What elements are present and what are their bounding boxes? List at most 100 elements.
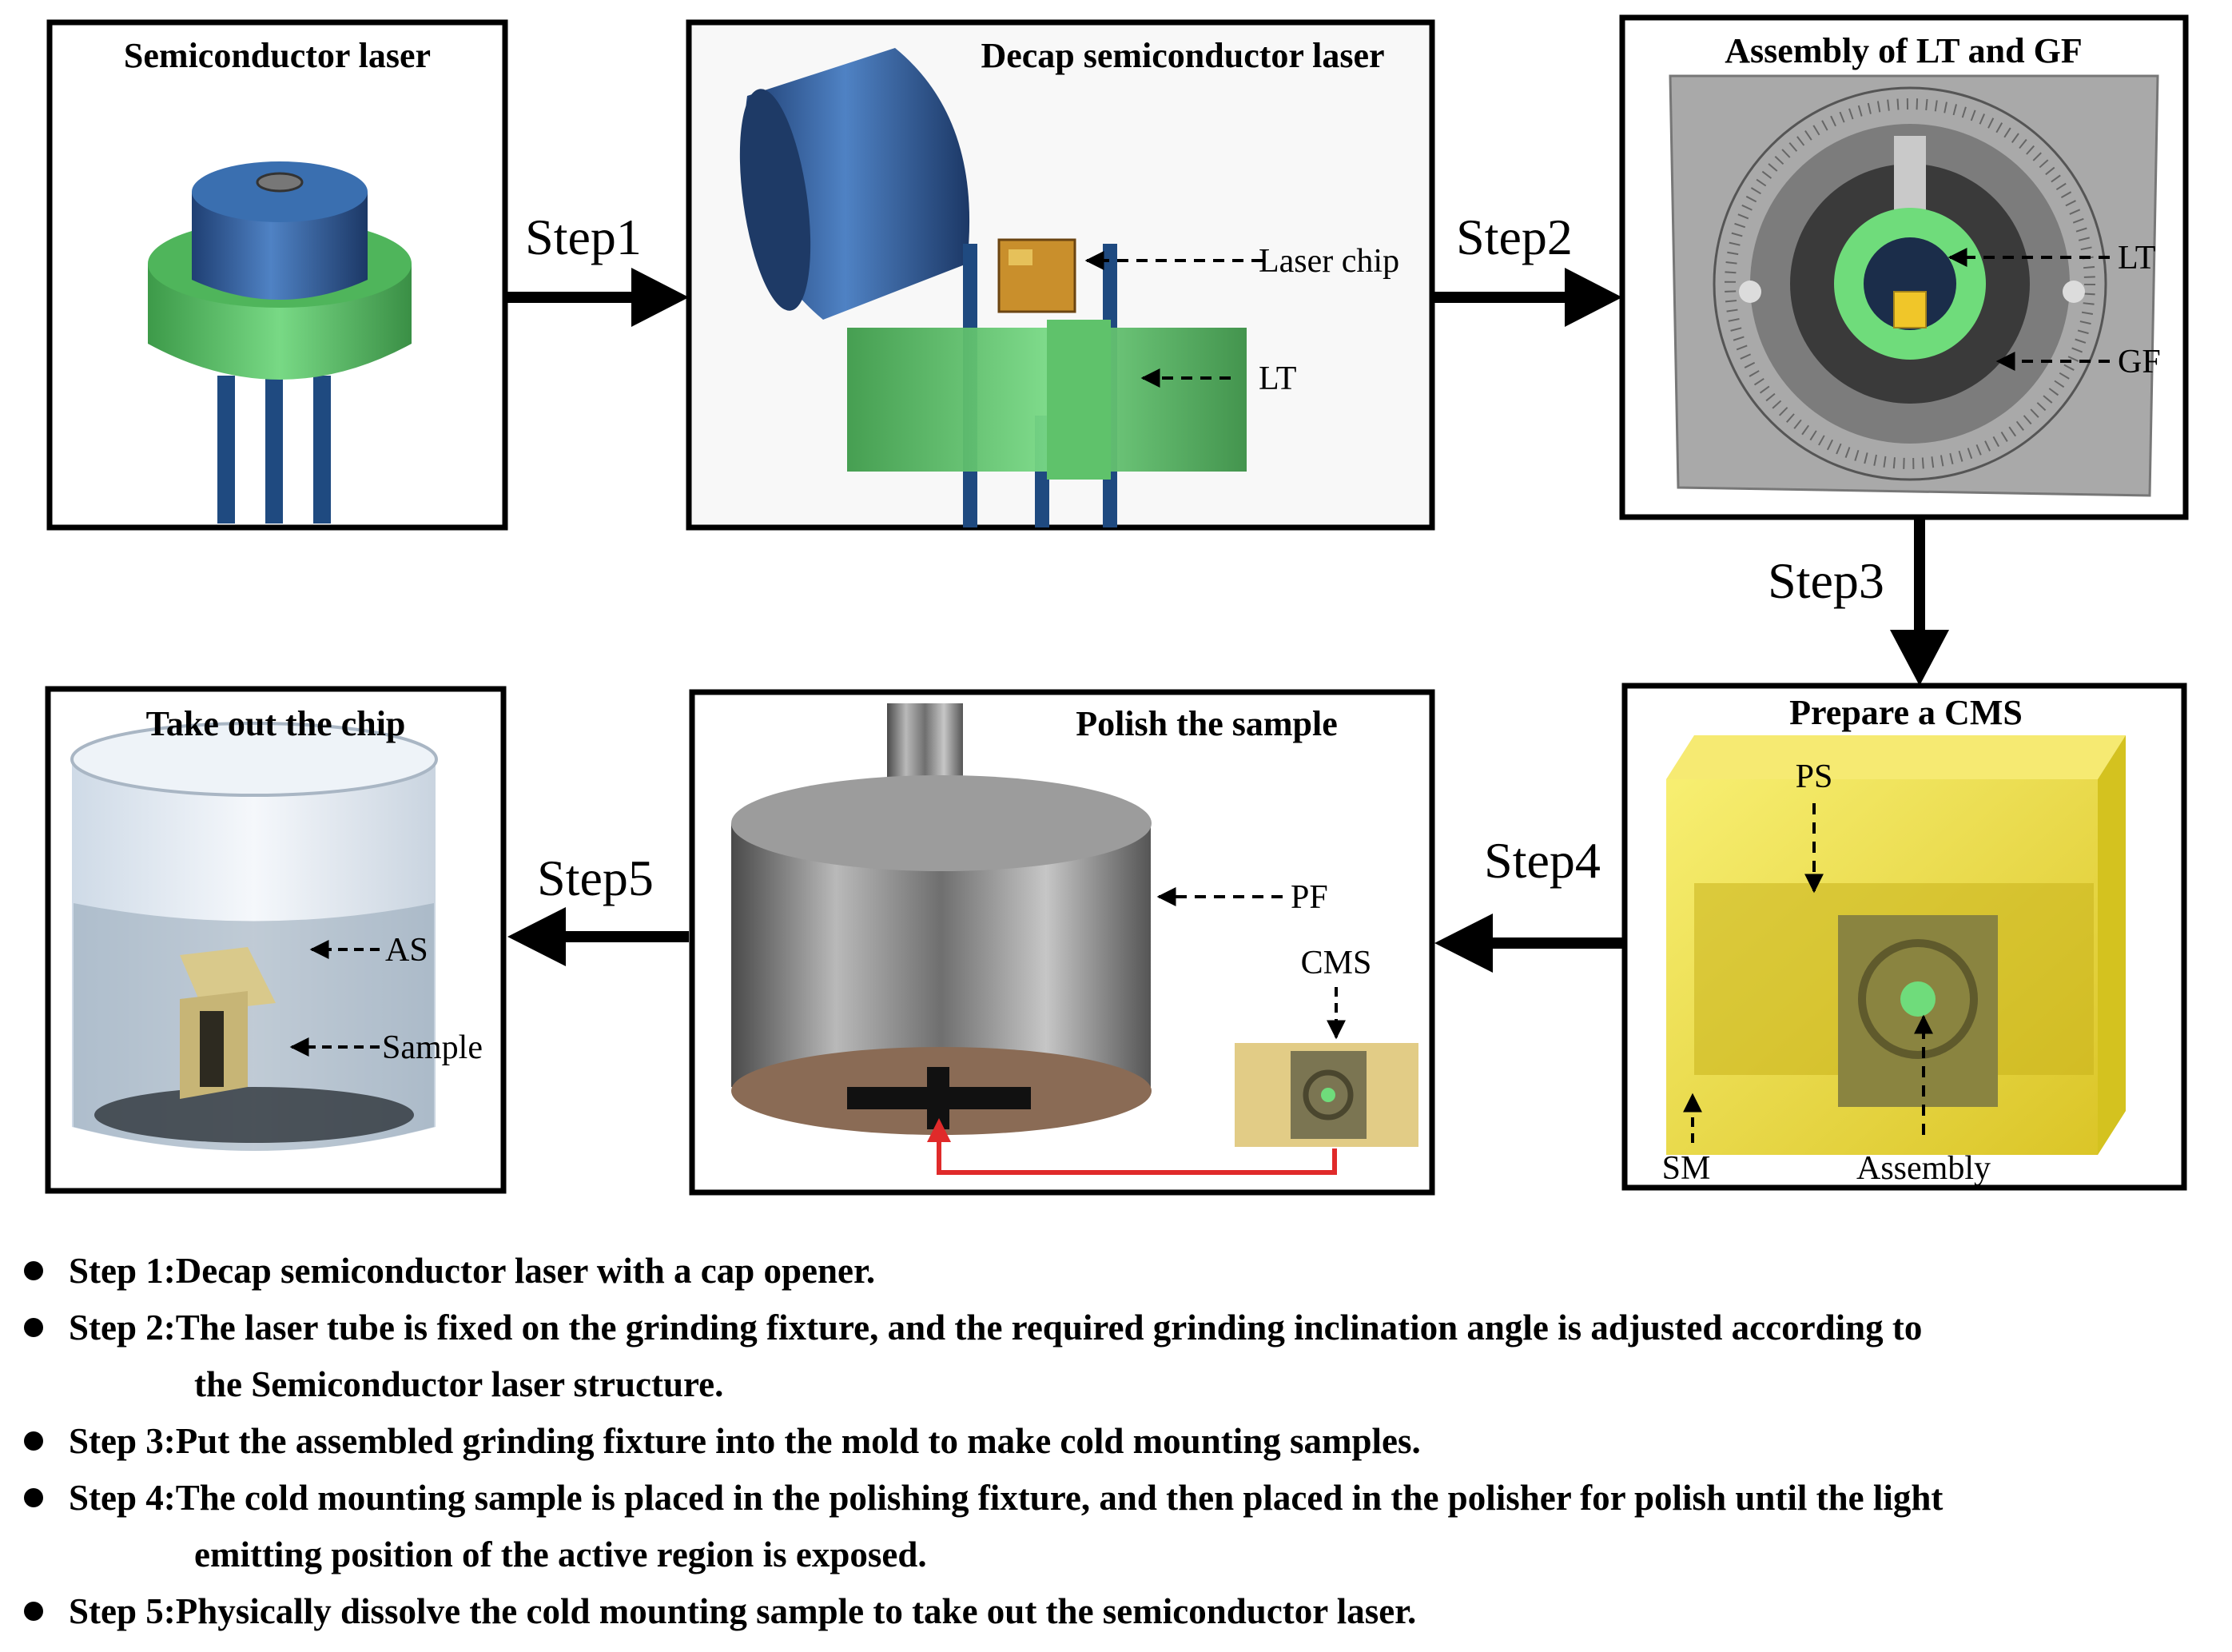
beaker-illustration [70, 722, 438, 1151]
step2-connector: Step2 [1434, 209, 1622, 327]
bullet-dot [24, 1261, 43, 1280]
step-name: Step 3: [69, 1421, 176, 1461]
bullet-body: Step 4:The cold mounting sample is place… [69, 1470, 1943, 1527]
step2-label: Step2 [1456, 209, 1573, 265]
label-lt: LT [2118, 240, 2155, 277]
cms-sample-tube [1321, 1088, 1335, 1102]
laser-window [256, 172, 304, 193]
laser-cap [192, 192, 368, 300]
panel-assembly: Assembly of LT and GF LT GF [1619, 14, 2189, 520]
panel-title: Assembly of LT and GF [1725, 31, 2082, 70]
fixture-screw [2063, 281, 2085, 303]
cms-sample-ring [1303, 1069, 1354, 1121]
label-ps: PS [1796, 758, 1833, 795]
beaker-bottom-shadow [94, 1087, 414, 1143]
panel-title: Polish the sample [1076, 704, 1338, 743]
embedded-ring [1858, 939, 1978, 1059]
sample-slot [200, 1011, 224, 1087]
step2-description: Step 2:The laser tube is fixed on the gr… [24, 1300, 2222, 1356]
cap-rim [739, 89, 811, 311]
bullet-dot [24, 1318, 43, 1337]
laser-pin [265, 376, 283, 523]
angle-dial [1713, 86, 2107, 481]
step3-description: Step 3:Put the assembled grinding fixtur… [24, 1413, 2222, 1470]
panel-decap: Decap semiconductor laser Laser chip LT [686, 19, 1435, 531]
assembly-chip [1893, 291, 1927, 328]
step-name: Step 2: [69, 1308, 176, 1347]
label-lt: LT [1259, 360, 1296, 397]
panel-take-out: Take out the chip AS Sample [45, 686, 507, 1194]
laser-tube-slot [1047, 320, 1111, 480]
embedded-tube [1900, 981, 1936, 1017]
step5-description: Step 5:Physically dissolve the cold moun… [24, 1583, 2222, 1640]
step-name: Step 5: [69, 1591, 176, 1631]
label-sm: SM [1662, 1150, 1711, 1187]
red-insert-arrow [927, 1118, 1337, 1175]
laser-pin [217, 376, 235, 523]
laser-pin [313, 376, 331, 523]
step-name: Step 4: [69, 1478, 176, 1518]
label-laser-chip: Laser chip [1259, 243, 1399, 280]
laser-tube-core [1864, 237, 1956, 330]
label-gf: GF [2118, 344, 2161, 380]
step-text: Decap semiconductor laser with a cap ope… [175, 1251, 876, 1291]
beaker-rim [70, 722, 438, 797]
label-as: AS [385, 932, 428, 969]
step4-arrow-head [1434, 914, 1493, 973]
label-assembly: Assembly [1856, 1150, 1991, 1187]
step3-label: Step3 [1768, 552, 1884, 609]
mold-side [2098, 735, 2126, 1155]
step4-connector: Step4 [1434, 832, 1622, 973]
panel-title: Take out the chip [146, 704, 406, 743]
sample-slot [927, 1067, 949, 1129]
step4-description: Step 4:The cold mounting sample is place… [24, 1470, 2222, 1527]
bullet-body: Step 2:The laser tube is fixed on the gr… [69, 1300, 1922, 1356]
step5-label: Step5 [537, 850, 654, 906]
step-text: The cold mounting sample is placed in th… [175, 1478, 1944, 1518]
bullet-body: Step 5:Physically dissolve the cold moun… [69, 1583, 1416, 1640]
assembly-illustration: LT GF [1669, 74, 2161, 497]
step1-connector: Step1 [507, 209, 689, 327]
step5-arrow-head [507, 907, 566, 966]
polisher-shaft [887, 703, 963, 783]
dissolving-sample [180, 947, 276, 1011]
panel-title: Prepare a CMS [1789, 693, 2023, 732]
cms-illustration [1666, 735, 2126, 1155]
step4-description-continued: emitting position of the active region i… [194, 1535, 927, 1574]
step-text: Put the assembled grinding fixture into … [175, 1421, 1421, 1461]
solvent [74, 903, 434, 1151]
panel-semiconductor-laser: Semiconductor laser [46, 19, 508, 531]
panel-title: Decap semiconductor laser [981, 36, 1384, 75]
polishing-fixture [731, 823, 1151, 1119]
step5-connector: Step5 [507, 850, 689, 966]
fixture-screw [1739, 281, 1761, 303]
polishing-fixture-top [731, 775, 1152, 871]
bullet-body: Step 3:Put the assembled grinding fixtur… [69, 1413, 1421, 1470]
mold-top [1666, 735, 2126, 779]
bullet-body: Step 1:Decap semiconductor laser with a … [69, 1243, 875, 1300]
bullet-dot [24, 1602, 43, 1621]
step3-connector: Step3 [1768, 519, 1949, 686]
step-descriptions: Step 1:Decap semiconductor laser with a … [24, 1243, 2222, 1640]
bullet-dot [24, 1431, 43, 1451]
step1-description: Step 1:Decap semiconductor laser with a … [24, 1243, 2222, 1300]
panel-polish: Polish the sample PF CMS [689, 689, 1435, 1196]
label-pf: PF [1291, 879, 1328, 916]
panel-title: Semiconductor laser [124, 36, 431, 75]
angle-dial-ticks [1725, 98, 2095, 469]
label-cms: CMS [1301, 945, 1372, 981]
panel-prepare-cms: Prepare a CMS PS Assembly SM [1621, 683, 2187, 1191]
step-text: The laser tube is fixed on the grinding … [175, 1308, 1923, 1347]
label-sample: Sample [382, 1029, 483, 1066]
step1-label: Step1 [525, 209, 642, 265]
step1-arrow-head [631, 268, 689, 327]
fixture-key [1894, 136, 1926, 216]
laser-illustration [148, 161, 412, 523]
polish-illustration: PF CMS [731, 703, 1418, 1175]
bullet-dot [24, 1488, 43, 1507]
decap-illustration: Laser chip LT [739, 48, 1399, 527]
step-name: Step 1: [69, 1251, 176, 1291]
step4-label: Step4 [1484, 832, 1601, 889]
step2-arrow-head [1565, 268, 1622, 327]
